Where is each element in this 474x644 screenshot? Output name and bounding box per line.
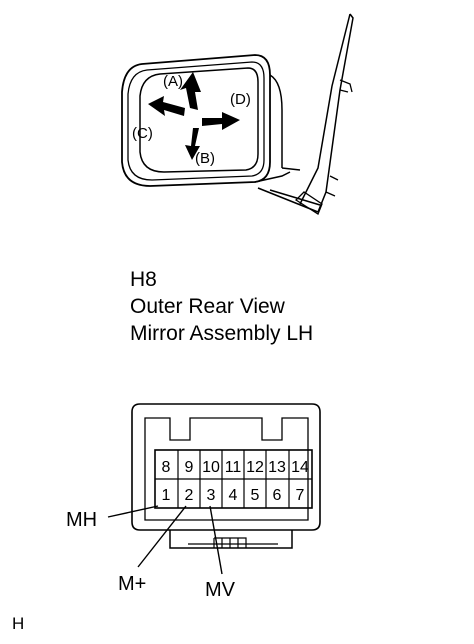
component-name-line-1: Outer Rear View: [130, 295, 285, 318]
arrow-up-icon: [180, 72, 201, 110]
leader-label-mh: MH: [66, 509, 97, 531]
pin-9: 9: [185, 459, 194, 476]
pin-4: 4: [229, 487, 238, 504]
pin-11: 11: [225, 459, 242, 476]
component-name-line-2: Mirror Assembly LH: [130, 322, 314, 345]
pin-2: 2: [185, 487, 194, 504]
pin-13: 13: [268, 459, 286, 476]
pin-3: 3: [207, 487, 216, 504]
pin-10: 10: [202, 459, 220, 476]
direction-arrows: [148, 72, 240, 160]
direction-label-a: (A): [163, 73, 183, 90]
direction-label-b: (B): [195, 150, 215, 167]
pin-7: 7: [296, 487, 305, 504]
direction-label-c: (C): [132, 125, 153, 142]
pin-6: 6: [273, 487, 282, 504]
mirror-illustration: [121, 13, 354, 215]
connector-caption: H8 Outer Rear View Mirror Assembly LH: [130, 266, 313, 347]
arrow-right-icon: [202, 112, 240, 130]
direction-label-d: (D): [230, 91, 251, 108]
arrow-down-icon: [185, 128, 200, 160]
pin-1: 1: [162, 487, 171, 504]
pin-14: 14: [291, 459, 309, 476]
pin-5: 5: [251, 487, 260, 504]
pin-12: 12: [246, 459, 264, 476]
pin-8: 8: [162, 459, 171, 476]
connector-housing: [131, 403, 321, 549]
corner-label: H: [12, 614, 25, 633]
connector-code: H8: [130, 268, 157, 291]
leader-label-mplus: M+: [118, 573, 146, 595]
leader-lines: [107, 505, 223, 575]
leader-label-mv: MV: [205, 579, 236, 601]
arrow-left-icon: [148, 96, 185, 116]
